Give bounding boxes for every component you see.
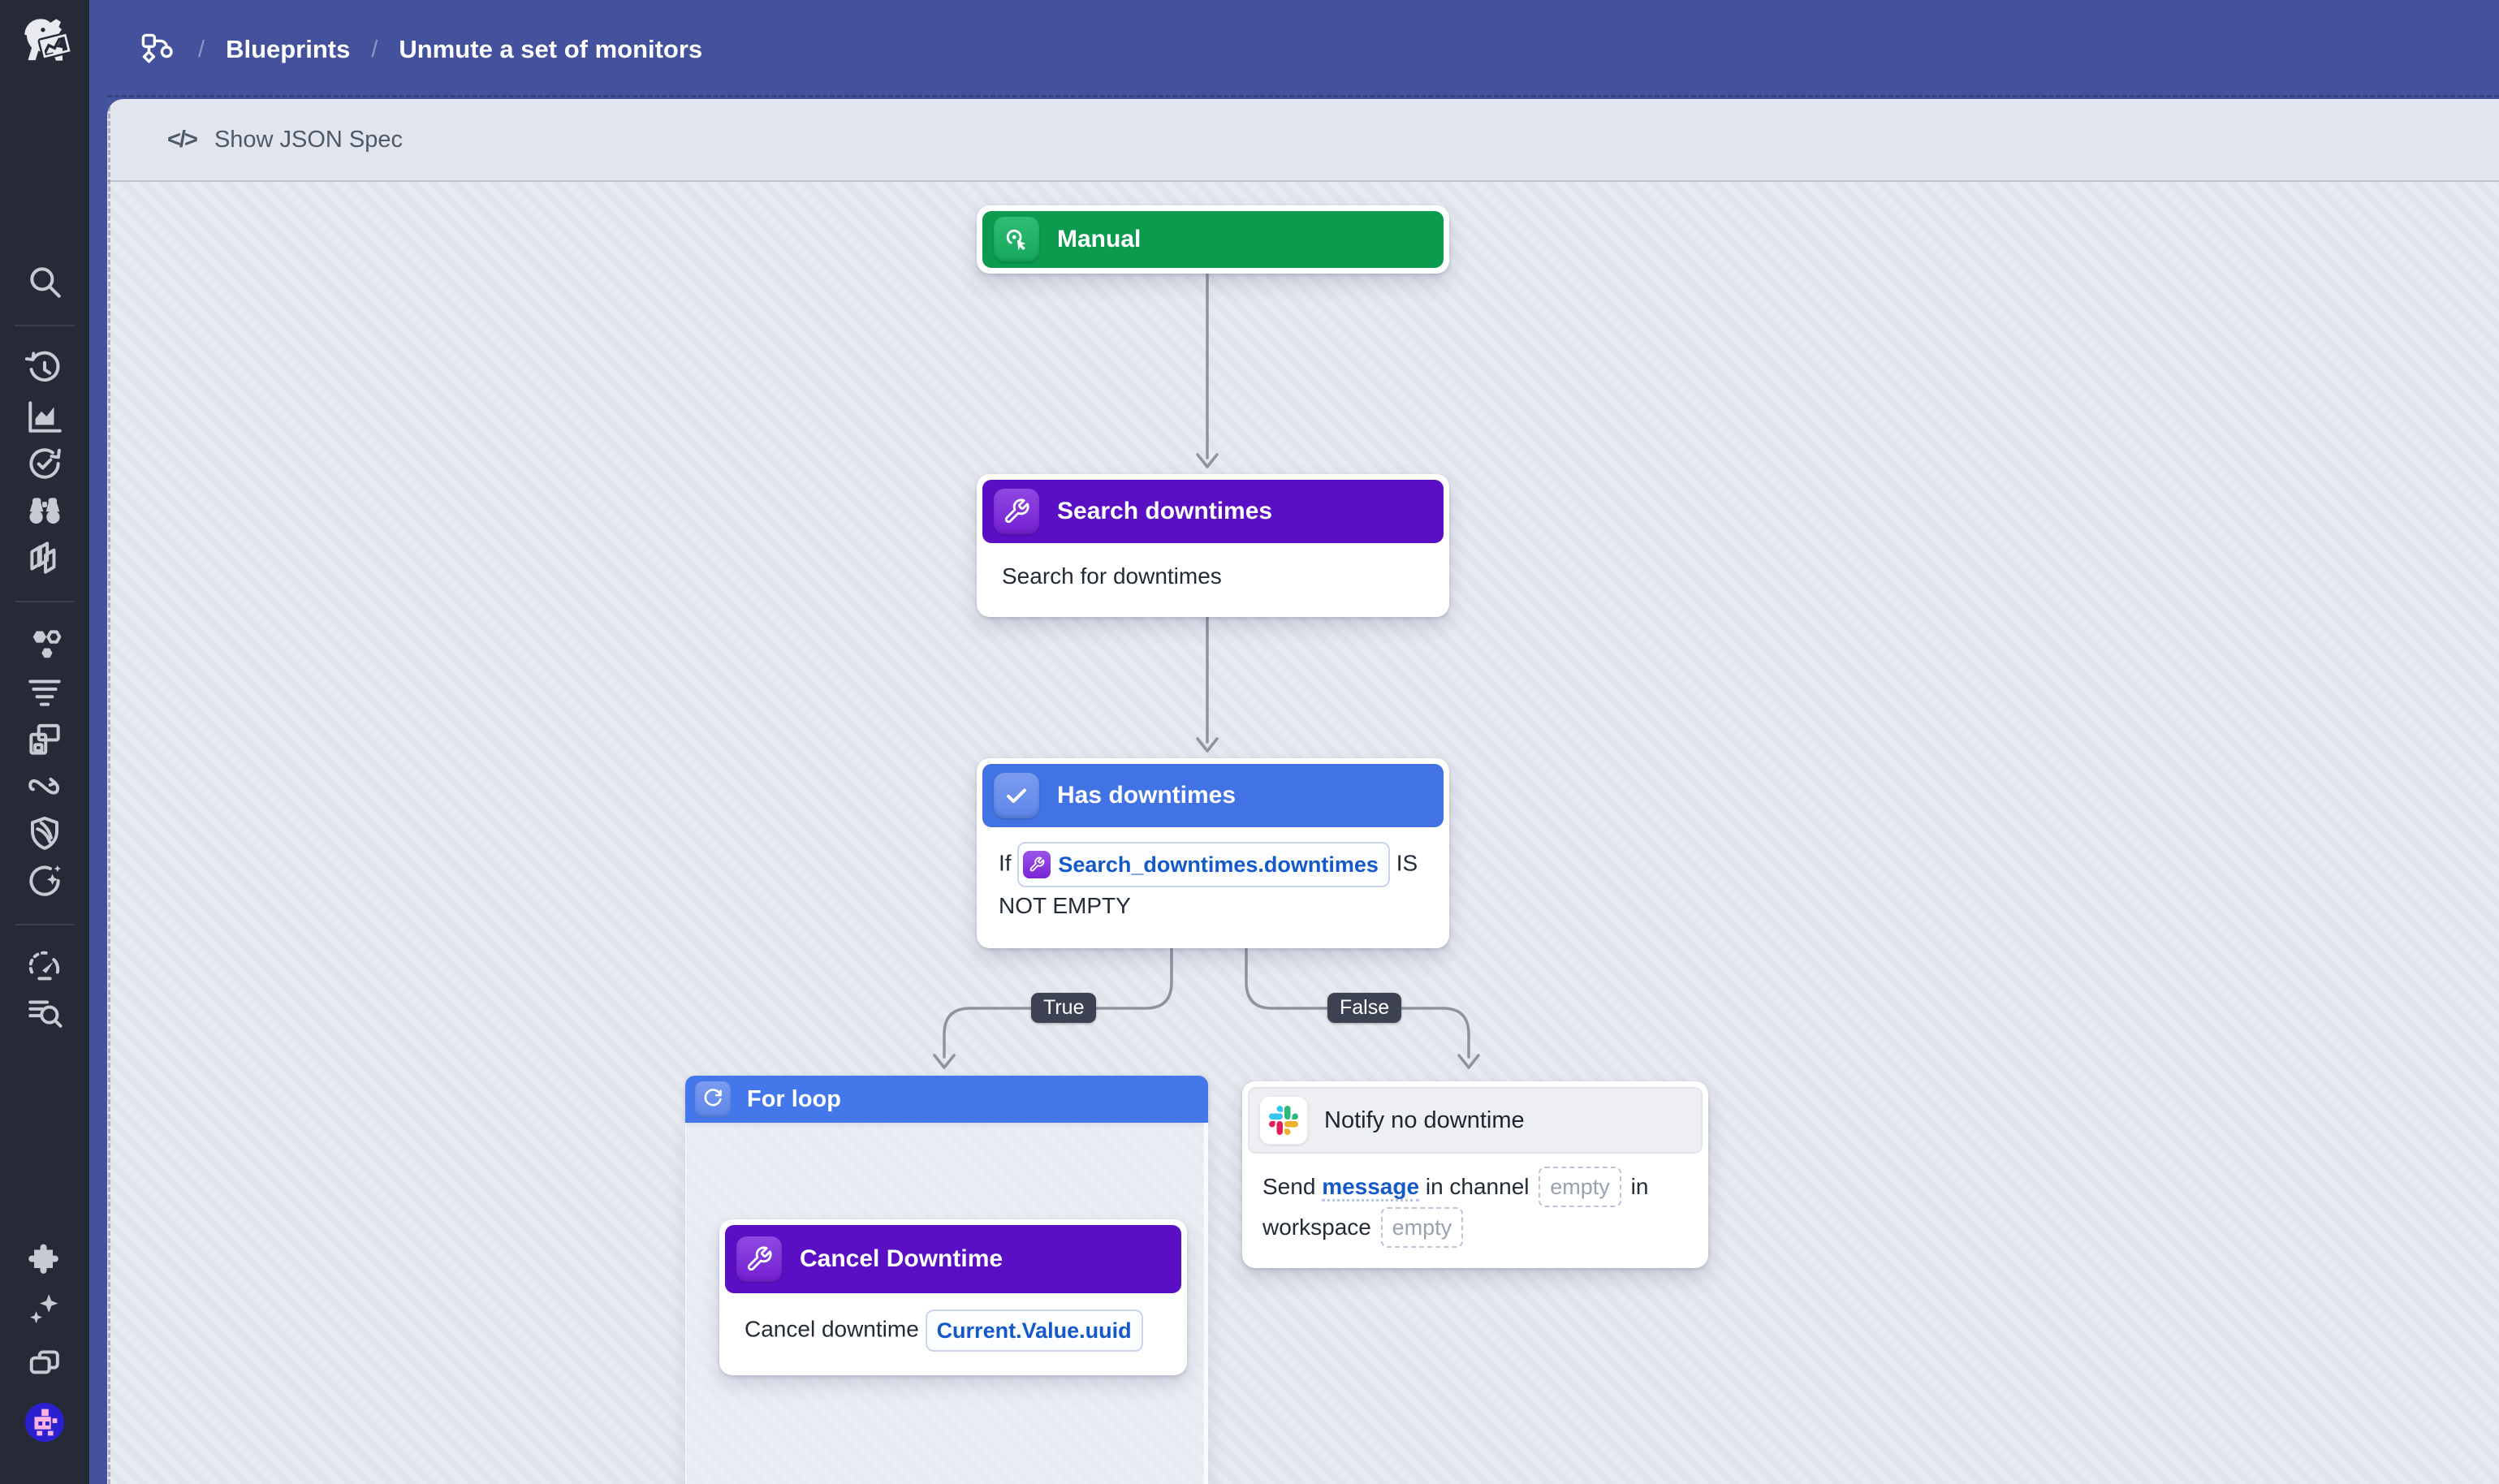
user-avatar-icon <box>24 1402 65 1443</box>
node-title: Has downtimes <box>1057 782 1237 809</box>
node-for-loop[interactable]: For loop Cancel Downtime Cancel downtime… <box>685 1076 1208 1484</box>
sidebar-item-search[interactable] <box>19 259 71 304</box>
wrench-icon <box>1023 851 1051 878</box>
node-search-downtimes[interactable]: Search downtimes Search for downtimes <box>977 474 1449 617</box>
sidebar-item-integrations[interactable] <box>19 1237 71 1283</box>
notebooks-icon <box>30 541 56 574</box>
sidebar-item-notebooks[interactable] <box>19 535 71 580</box>
variable-name: Search_downtimes.downtimes <box>1058 852 1379 877</box>
sidebar-divider <box>15 325 75 326</box>
gauge-icon <box>28 951 60 981</box>
send-word: Send <box>1262 1174 1316 1199</box>
code-icon: </> <box>167 126 198 153</box>
node-title: Manual <box>1057 226 1142 252</box>
dashboards-windows-icon <box>29 723 60 755</box>
sidebar <box>0 0 89 1484</box>
breadcrumb-page-title: Unmute a set of monitors <box>399 35 703 63</box>
condition-prefix: If <box>999 850 1012 876</box>
loop-icon <box>695 1081 731 1117</box>
sparkles-icon <box>30 1294 58 1324</box>
cancel-downtime-text: Cancel downtime Current.Value.uuid <box>725 1293 1181 1370</box>
condition-suffix: IS NOT EMPTY <box>999 850 1418 918</box>
sidebar-item-account[interactable] <box>19 1400 71 1445</box>
node-has-downtimes[interactable]: Has downtimes If Search_downtimes.downti… <box>977 758 1449 948</box>
in-word: in <box>1630 1174 1649 1199</box>
binoculars-icon <box>29 498 60 524</box>
synthetics-loop-icon <box>28 777 60 795</box>
history-icon <box>24 351 60 382</box>
node-title: Notify no downtime <box>1324 1107 1525 1133</box>
sidebar-item-ci[interactable] <box>19 858 71 904</box>
search-icon <box>30 267 61 298</box>
node-notify-no-downtime[interactable]: Notify no downtime Send message in chann… <box>1242 1081 1708 1268</box>
windows-overlap-icon <box>29 1350 59 1374</box>
wrench-icon <box>736 1236 782 1282</box>
variable-pill[interactable]: Current.Value.uuid <box>925 1309 1143 1352</box>
sidebar-item-logs[interactable] <box>19 670 71 715</box>
node-description: Search for downtimes <box>1002 563 1222 589</box>
slack-icon <box>1259 1096 1308 1145</box>
variable-name: Current.Value.uuid <box>936 1318 1132 1343</box>
topbar: / Blueprints / Unmute a set of monitors <box>89 0 2499 99</box>
sidebar-item-synthetics[interactable] <box>19 764 71 809</box>
breadcrumb-blueprints[interactable]: Blueprints <box>226 35 351 63</box>
ci-sparkle-circle-icon <box>29 865 61 896</box>
breadcrumb-separator: / <box>371 36 378 63</box>
sidebar-divider <box>15 601 75 602</box>
check-icon <box>994 773 1039 818</box>
log-search-icon <box>28 1000 63 1028</box>
sidebar-item-monitors[interactable] <box>19 441 71 486</box>
workspace-empty-chip[interactable]: empty <box>1380 1207 1464 1248</box>
integrations-puzzle-icon <box>28 1244 58 1274</box>
sidebar-item-copilot[interactable] <box>19 1287 71 1332</box>
sidebar-item-apm[interactable] <box>19 623 71 668</box>
breadcrumb-separator: / <box>198 36 205 63</box>
condition-text: If Search_downtimes.downtimes IS NOT EMP… <box>982 827 1444 943</box>
workspace-word: workspace <box>1262 1214 1371 1240</box>
sidebar-item-performance[interactable] <box>19 943 71 989</box>
notify-text: Send message in channel empty in workspa… <box>1248 1154 1703 1262</box>
sidebar-item-workspaces[interactable] <box>19 1341 71 1387</box>
workflow-icon[interactable] <box>138 30 177 69</box>
security-shield-icon <box>31 816 58 850</box>
workflow-canvas[interactable]: Manual Search downtimes Search for downt… <box>107 182 2499 1484</box>
node-manual-trigger[interactable]: Manual <box>977 205 1449 274</box>
branch-label-true: True <box>1031 993 1097 1023</box>
show-json-spec-button[interactable]: </> Show JSON Spec <box>107 99 2499 182</box>
node-title: Cancel Downtime <box>800 1245 1003 1272</box>
manual-trigger-icon <box>994 217 1039 262</box>
show-json-spec-label: Show JSON Spec <box>214 126 404 153</box>
sidebar-item-history[interactable] <box>19 347 71 392</box>
breadcrumb: / Blueprints / Unmute a set of monitors <box>89 30 702 69</box>
wrench-icon <box>994 489 1039 534</box>
node-title: Search downtimes <box>1057 498 1273 524</box>
metrics-chart-icon <box>28 401 62 433</box>
sidebar-item-dashboards[interactable] <box>19 717 71 762</box>
watchdog-check-icon <box>29 448 61 479</box>
sidebar-item-metrics[interactable] <box>19 394 71 439</box>
cancel-downtime-label: Cancel downtime <box>745 1316 919 1342</box>
services-hexagons-icon <box>32 630 62 658</box>
sidebar-divider <box>15 924 75 925</box>
node-title: For loop <box>747 1085 841 1112</box>
branch-label-false: False <box>1327 993 1402 1023</box>
variable-pill[interactable]: Search_downtimes.downtimes <box>1017 842 1390 887</box>
channel-empty-chip[interactable]: empty <box>1539 1167 1621 1207</box>
in-channel-words: in channel <box>1425 1174 1530 1199</box>
sidebar-item-security[interactable] <box>19 811 71 856</box>
datadog-logo-icon[interactable] <box>11 5 78 80</box>
main-panel: </> Show JSON Spec Manual <box>107 99 2499 1484</box>
message-link[interactable]: message <box>1322 1174 1420 1201</box>
node-cancel-downtime[interactable]: Cancel Downtime Cancel downtime Current.… <box>719 1219 1187 1375</box>
logs-lines-icon <box>28 679 61 706</box>
sidebar-item-watchdog[interactable] <box>19 488 71 533</box>
sidebar-item-log-explorer[interactable] <box>19 990 71 1036</box>
